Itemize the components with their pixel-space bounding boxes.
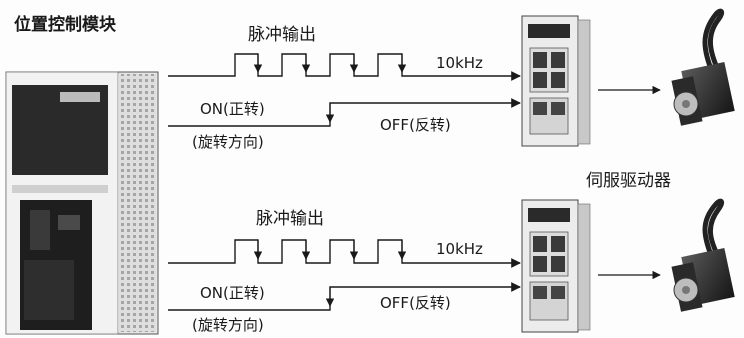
frequency-label: 10kHz bbox=[436, 54, 483, 72]
channel-1: 脉冲输出 10kHz ON(正转) OFF(反转) (旋转方向) bbox=[168, 25, 521, 151]
direction-on-label: ON(正转) bbox=[200, 100, 265, 118]
module-title: 位置控制模块 bbox=[14, 14, 117, 35]
pulse-output-label: 脉冲输出 bbox=[256, 209, 324, 229]
servo-motor-1 bbox=[671, 8, 735, 126]
servo-driver-label: 伺服驱动器 bbox=[586, 171, 671, 191]
direction-caption: (旋转方向) bbox=[192, 316, 264, 334]
pulse-waveform bbox=[168, 53, 521, 81]
direction-on-label: ON(正转) bbox=[200, 284, 265, 302]
position-control-module bbox=[5, 71, 159, 335]
pulse-waveform bbox=[168, 239, 521, 268]
frequency-label: 10kHz bbox=[436, 240, 483, 258]
direction-caption: (旋转方向) bbox=[192, 133, 264, 151]
direction-off-label: OFF(反转) bbox=[380, 294, 451, 312]
servo-motor-2 bbox=[671, 198, 735, 312]
channel-2: 脉冲输出 10kHz ON(正转) OFF(反转) (旋转方向) bbox=[168, 209, 521, 334]
servo-driver-2 bbox=[521, 199, 591, 333]
servo-driver-1 bbox=[521, 15, 591, 147]
pulse-output-label: 脉冲输出 bbox=[248, 25, 316, 45]
direction-off-label: OFF(反转) bbox=[380, 116, 451, 134]
